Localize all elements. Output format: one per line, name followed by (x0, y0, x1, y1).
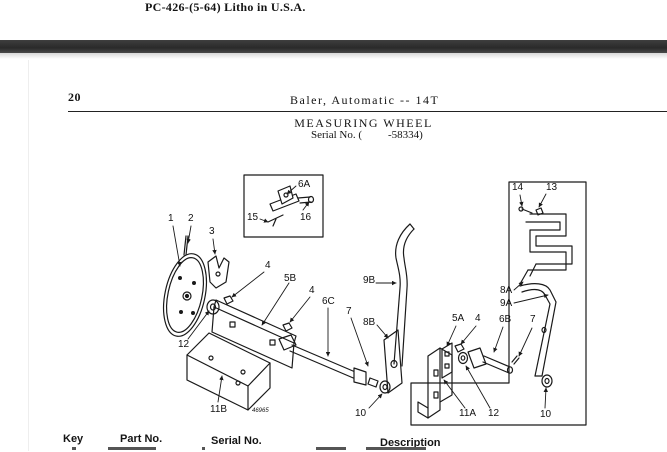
washer-10-left (379, 380, 391, 394)
book-title: Baler, Automatic -- 14T (290, 93, 440, 107)
right-panel-box (410, 181, 587, 426)
bracket-8b (383, 329, 403, 394)
page-separator-shadow (0, 53, 667, 59)
page-separator (0, 40, 667, 53)
hub-plate (207, 255, 230, 289)
callout-3: 3 (209, 226, 215, 237)
measuring-wheel (162, 253, 208, 337)
bolt-14 (518, 206, 533, 214)
callout-10-left: 10 (355, 408, 367, 419)
washer-right (457, 351, 469, 365)
page-number: 20 (68, 90, 81, 104)
callout-6b: 6B (499, 314, 512, 325)
column-header-key: Key (63, 433, 84, 445)
column-header-part-no: Part No. (120, 433, 163, 445)
section-title: MEASURING WHEEL (294, 116, 433, 130)
callout-9b: 9B (363, 275, 376, 286)
nut-right (454, 343, 465, 353)
callout-11b: 11B (210, 404, 228, 415)
callout-7-right: 7 (530, 314, 536, 325)
callout-5a: 5A (452, 313, 465, 324)
serial-value: -58334) (388, 129, 423, 141)
spring-pin-right (511, 355, 520, 365)
callout-1: 1 (168, 213, 174, 224)
pivot-pin-6b (467, 347, 514, 374)
plate-5b (211, 299, 297, 369)
column-header-description: Description (380, 437, 441, 449)
truncated-table-row (70, 446, 470, 452)
callout-5b: 5B (284, 273, 297, 284)
callout-7-left: 7 (346, 306, 352, 317)
callout-15: 15 (247, 212, 259, 223)
callout-12-right: 12 (488, 408, 500, 419)
callout-13: 13 (546, 182, 558, 193)
callout-11a: 11A (459, 408, 477, 419)
bracket-11b (186, 332, 271, 411)
callout-4-right: 4 (475, 313, 481, 324)
column-header-serial-no: Serial No. (211, 435, 262, 447)
clip-8a (519, 213, 573, 285)
callout-16: 16 (300, 212, 312, 223)
serial-range: Serial No. ( -58334) (311, 129, 423, 141)
callout-2: 2 (188, 213, 194, 224)
page-edge (28, 60, 29, 451)
callout-leaders (172, 185, 549, 409)
callout-14: 14 (512, 182, 524, 193)
callout-8b: 8B (363, 317, 376, 328)
callout-6c: 6C (322, 296, 335, 307)
serial-prefix: Serial No. ( (311, 129, 363, 141)
nut-13 (535, 207, 544, 216)
callout-12-left: 12 (178, 339, 190, 350)
callout-10-right: 10 (540, 409, 552, 420)
washer-10-right (541, 374, 553, 388)
arm-9b (393, 223, 415, 367)
plate-5a (441, 342, 453, 379)
header-rule (68, 111, 667, 112)
nut-left (223, 295, 234, 305)
inset-detail-box (243, 174, 324, 238)
figure-number: 46965 (252, 408, 269, 414)
callout-9a: 9A (500, 298, 513, 309)
callout-6a: 6A (298, 179, 311, 190)
previous-page-footer: PC-426-(5-64) Litho in U.S.A. (145, 0, 306, 14)
callout-4-upper: 4 (265, 260, 271, 271)
nut-middle (282, 322, 293, 332)
callout-8a: 8A (500, 285, 513, 296)
pin (183, 235, 189, 256)
callout-4-mid: 4 (309, 285, 315, 296)
shaft-6c (289, 344, 367, 386)
